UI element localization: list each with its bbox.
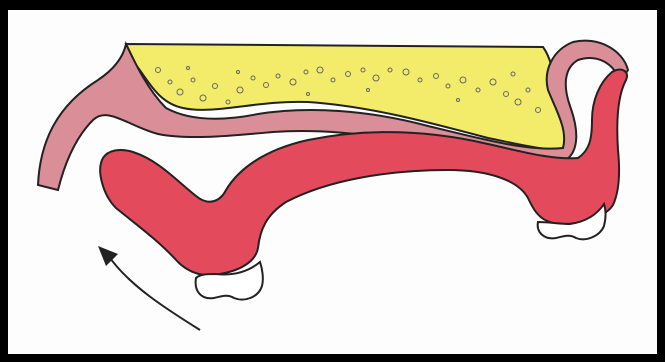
denture-cross-section-diagram	[8, 10, 657, 354]
diagram-panel	[8, 10, 657, 354]
